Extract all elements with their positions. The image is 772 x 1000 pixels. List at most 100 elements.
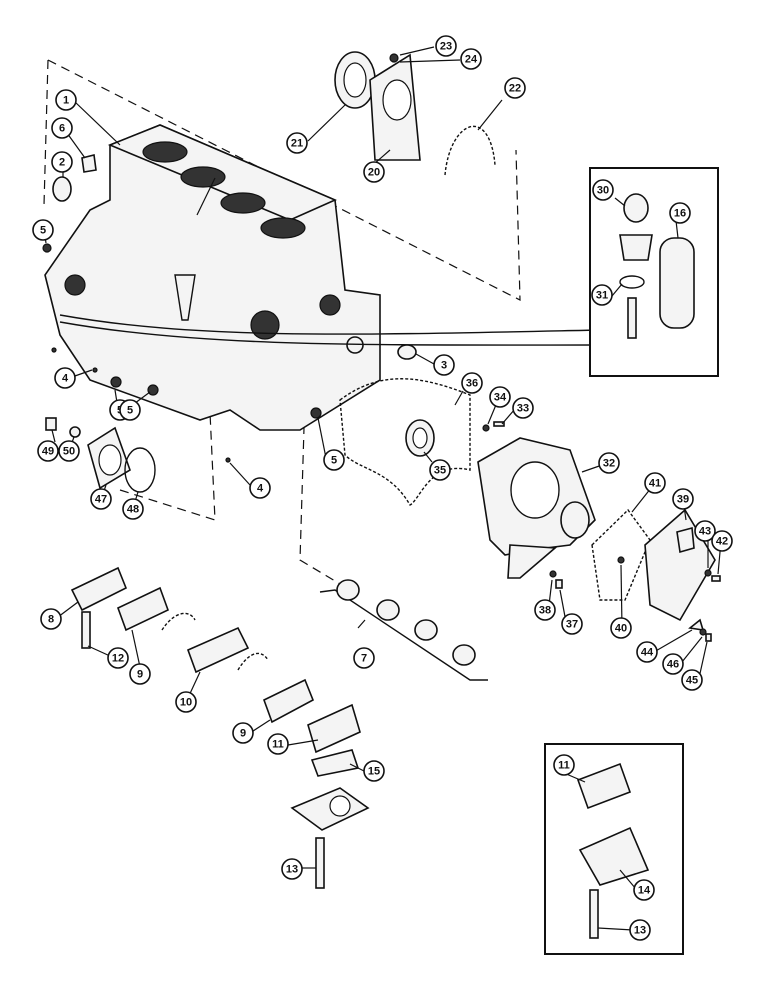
callout-42-label: 42 <box>716 536 728 548</box>
callout-9-lower-ring <box>232 722 254 744</box>
block-front-bore-1 <box>250 310 280 340</box>
leader-35 <box>423 451 433 463</box>
plug-5-b <box>147 384 159 396</box>
leader-46 <box>681 636 703 663</box>
callout-2: 2 <box>51 151 73 173</box>
callout-6-label: 6 <box>59 123 65 135</box>
callout-16-label: 16 <box>674 208 686 220</box>
callout-23-label: 23 <box>440 41 452 53</box>
callout-6-ring <box>51 117 73 139</box>
callout-41-label: 41 <box>649 478 661 490</box>
callout-5-left-label: 5 <box>40 225 46 237</box>
bushing-3 <box>397 344 417 360</box>
callout-39-ring <box>672 488 694 510</box>
cam-bearing-3 <box>414 619 438 641</box>
cylinder-bore-3 <box>220 192 266 214</box>
leader-9-upper <box>131 629 141 668</box>
callout-8-ring <box>40 608 62 630</box>
cover-47-bore <box>98 444 122 476</box>
gasket-41 <box>591 508 651 601</box>
callout-15-label: 15 <box>368 766 380 778</box>
timing-cover-boss <box>560 501 590 539</box>
callout-inset-11: 11 <box>553 754 575 776</box>
callout-11: 11 <box>267 733 289 755</box>
callout-24: 24 <box>460 48 482 70</box>
bearing-carrier-bore <box>329 795 351 817</box>
bearing-shell-lower <box>237 652 269 671</box>
leader-49 <box>51 429 56 443</box>
callout-48-ring <box>122 498 144 520</box>
cam-bearings <box>319 579 488 681</box>
front-seal-35-inner <box>412 427 428 449</box>
callout-43: 43 <box>694 520 716 542</box>
cylinder-bore-1 <box>142 141 188 163</box>
callout-45-ring <box>681 669 703 691</box>
washer-50 <box>69 426 81 438</box>
callout-48-label: 48 <box>127 504 139 516</box>
o-ring-48 <box>124 447 156 493</box>
callout-11-ring <box>267 733 289 755</box>
callout-16-ring <box>669 202 691 224</box>
timing-cover-bore <box>510 461 560 519</box>
washer-43 <box>704 569 712 577</box>
callout-31: 31 <box>591 284 613 306</box>
dipstick-tube-line <box>59 314 601 335</box>
callout-5-b-label: 5 <box>127 405 133 417</box>
callout-9-lower-label: 9 <box>240 728 246 740</box>
callout-inset-11-ring <box>553 754 575 776</box>
callout-32-ring <box>598 452 620 474</box>
leader-6 <box>66 132 86 159</box>
callout-36-label: 36 <box>466 378 478 390</box>
callout-2-label: 2 <box>59 157 65 169</box>
callout-45-label: 45 <box>686 675 698 687</box>
callout-37-ring <box>561 613 583 635</box>
dashed-line-top <box>47 59 521 301</box>
callout-10: 10 <box>175 691 197 713</box>
callout-6: 6 <box>51 117 73 139</box>
dipstick-tube <box>659 237 695 329</box>
callout-24-ring <box>460 48 482 70</box>
callout-13-ring <box>281 858 303 880</box>
callout-33-label: 33 <box>517 403 529 415</box>
callout-5-b-ring <box>119 399 141 421</box>
callout-4-a: 4 <box>54 367 76 389</box>
callout-35: 35 <box>429 459 451 481</box>
block-rear-bore <box>64 274 86 296</box>
callout-inset-14: 14 <box>633 879 655 901</box>
cylinder-bore-2 <box>180 166 226 188</box>
inset-spacer-14 <box>578 826 650 886</box>
callout-40-label: 40 <box>615 623 627 635</box>
callout-5-left: 5 <box>32 219 54 241</box>
gasket-36 <box>339 378 471 506</box>
callout-5-b: 5 <box>119 399 141 421</box>
callout-9-upper: 9 <box>129 663 151 685</box>
pin-34 <box>482 424 490 432</box>
callout-inset-14-ring <box>633 879 655 901</box>
cover-plate-39-lug <box>676 526 695 554</box>
callout-1-label: 1 <box>63 95 69 107</box>
callout-3-ring <box>433 354 455 376</box>
callout-38: 38 <box>534 599 556 621</box>
plug-5-a <box>110 376 122 388</box>
callout-45: 45 <box>681 669 703 691</box>
callout-16: 16 <box>669 202 691 224</box>
callout-43-label: 43 <box>699 526 711 538</box>
callout-10-ring <box>175 691 197 713</box>
retainer-gasket <box>444 125 496 176</box>
retainer-bore <box>382 79 412 121</box>
callout-8-label: 8 <box>48 614 54 626</box>
callout-22: 22 <box>504 77 526 99</box>
callout-11-label: 11 <box>272 739 284 751</box>
callout-3-label: 3 <box>441 360 447 372</box>
callout-38-ring <box>534 599 556 621</box>
callout-49-label: 49 <box>42 446 54 458</box>
callout-41-ring <box>644 472 666 494</box>
bolt-45 <box>705 633 712 642</box>
bolt-49 <box>45 417 57 431</box>
callout-9-lower: 9 <box>232 722 254 744</box>
rear-seal-parts <box>334 51 496 176</box>
callout-13: 13 <box>281 858 303 880</box>
callout-34: 34 <box>489 386 511 408</box>
callout-4-a-ring <box>54 367 76 389</box>
